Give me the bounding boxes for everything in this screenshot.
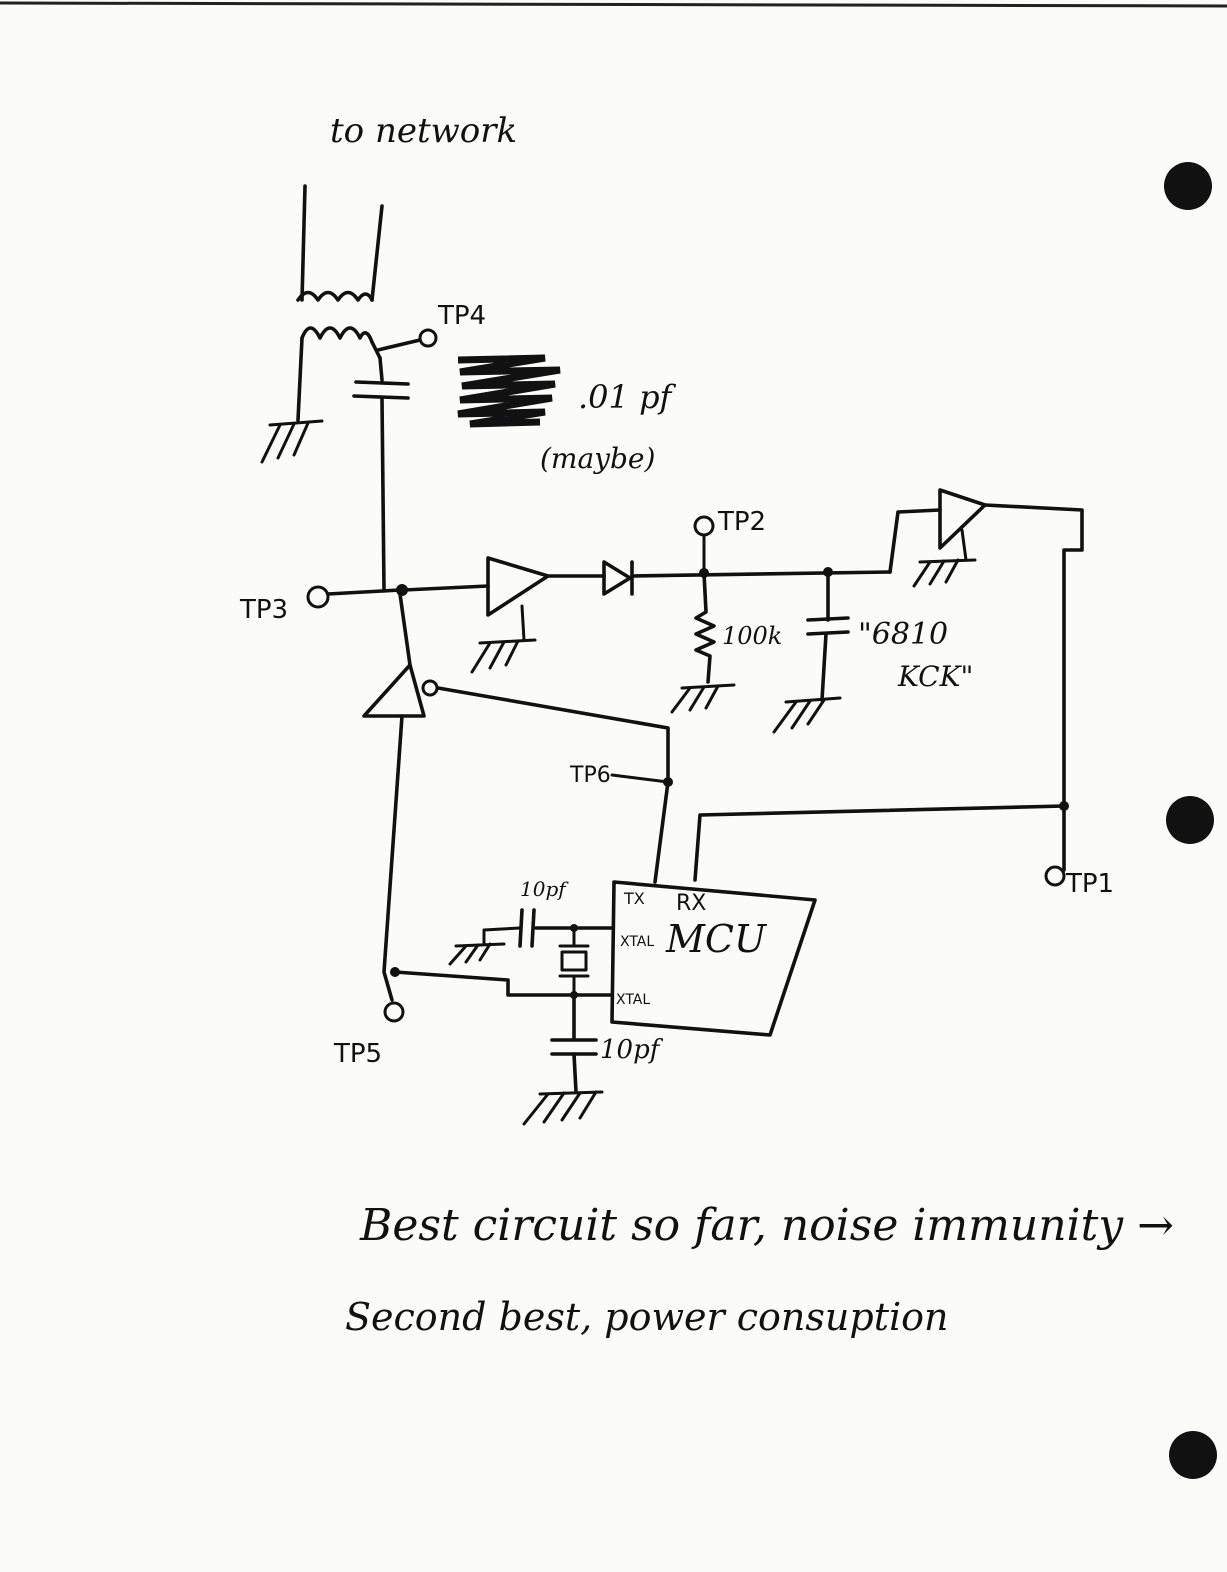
network-label: to network (330, 111, 517, 151)
cap-bottom-label: 10pf (600, 1035, 664, 1065)
wire (402, 584, 490, 592)
tp4-label: TP4 (437, 301, 486, 331)
page-edge (0, 1, 1227, 8)
crystal (558, 926, 590, 997)
diode (602, 560, 634, 596)
tp3-wire (326, 588, 402, 596)
binder-hole (1169, 1431, 1217, 1479)
filter-capacitor (806, 570, 850, 702)
detector-wire (630, 570, 892, 578)
mcu-label: MCU (665, 917, 768, 961)
ground-symbol (448, 942, 506, 966)
xtal1-pin-label: XTAL (620, 934, 654, 950)
ground-symbol (470, 638, 537, 674)
part-number-label: "6810 (858, 617, 948, 652)
network-cable (300, 184, 384, 302)
part-suffix-label: KCK" (897, 660, 973, 693)
crossed-out-value (457, 354, 561, 428)
tp6-stub (610, 773, 670, 784)
ground-symbol (670, 683, 736, 714)
cap-value-label: .01 pf (578, 378, 677, 416)
tp2-testpoint (693, 515, 715, 537)
mcu-chip (610, 880, 817, 1037)
rx-wire (693, 804, 1066, 882)
tx-pin-label: TX (623, 889, 645, 908)
tp1-label: TP1 (1065, 869, 1114, 899)
tp3-testpoint (306, 585, 330, 609)
comparator-buffer (938, 488, 987, 562)
xtal2-wire (393, 970, 614, 997)
wire (888, 508, 942, 574)
tp6-label: TP6 (569, 763, 611, 788)
tp5-testpoint (383, 1001, 405, 1023)
resistor-label: 100k (722, 622, 782, 650)
tp4-testpoint (376, 328, 438, 352)
cap-top-label: 10pf (520, 877, 569, 901)
xtal2-pin-label: XTAL (616, 992, 650, 1008)
note-line-1: Best circuit so far, noise immunity → (359, 1200, 1174, 1251)
receive-buffer (486, 556, 550, 642)
transformer (296, 290, 382, 422)
tp5-label: TP5 (333, 1039, 382, 1069)
transmit-buffer (362, 663, 439, 718)
rx-pin-label: RX (676, 891, 706, 916)
tp2-label: TP2 (717, 507, 766, 537)
crystal-capacitor-bottom (550, 993, 598, 1094)
output-wire (983, 503, 1084, 872)
ground-symbol (912, 558, 977, 588)
tp5-wire (382, 714, 404, 1002)
note-line-2: Second best, power consuption (345, 1295, 948, 1339)
ground-symbol (522, 1090, 604, 1126)
crystal-capacitor-top (482, 908, 536, 948)
resistor-100k (694, 571, 716, 684)
binder-hole (1164, 162, 1212, 210)
binder-hole (1166, 796, 1214, 844)
coupling-capacitor (352, 356, 410, 592)
tp1-testpoint (1044, 865, 1066, 887)
tx-wire (436, 686, 670, 884)
wire (398, 592, 412, 667)
tp3-label: TP3 (239, 595, 288, 625)
ground-symbol (260, 419, 324, 464)
cap-note-label: (maybe) (540, 442, 655, 475)
ground-symbol (772, 696, 842, 734)
